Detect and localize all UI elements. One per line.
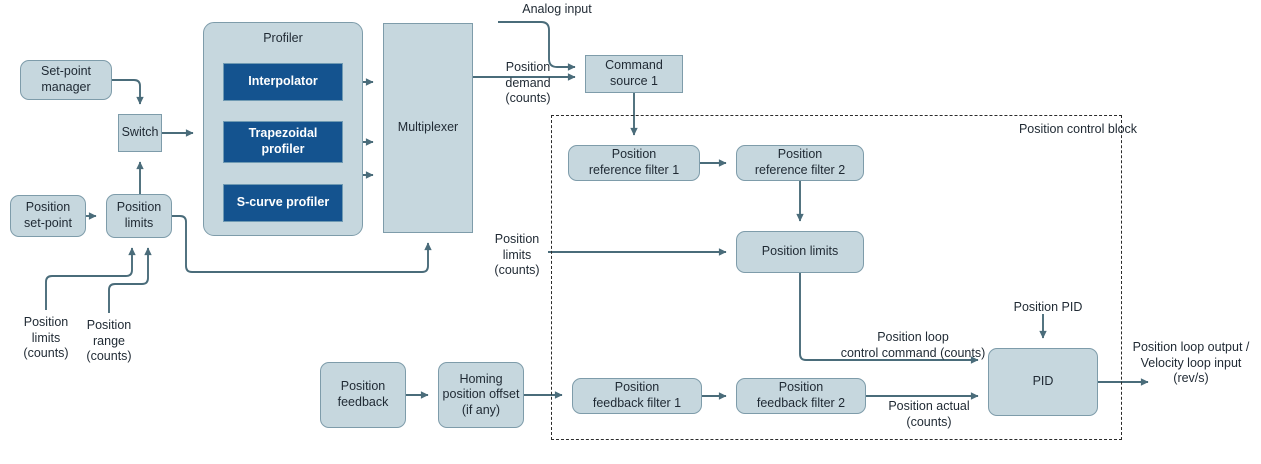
- wire-position-limits-counts-in: [45, 247, 136, 310]
- label-position-pid: Position PID: [1013, 300, 1083, 314]
- wire-position-range-counts-in: [108, 247, 152, 313]
- block-position-limits-left[interactable]: Position limits: [106, 194, 172, 238]
- label-analog-input: Analog input: [522, 2, 592, 16]
- block-position-set-point[interactable]: Position set-point: [10, 195, 86, 237]
- label-position-demand-counts: Position demand (counts): [505, 60, 551, 106]
- label-position-limits-counts-block: Position limits (counts): [494, 232, 540, 278]
- block-position-limits[interactable]: Position limits: [736, 231, 864, 273]
- position-control-block-label: Position control block: [1018, 122, 1138, 136]
- position-control-block-region: [551, 115, 1122, 440]
- label-position-limits-counts-left: Position limits (counts): [23, 315, 69, 361]
- block-homing-position-offset[interactable]: Homing position offset (if any): [438, 362, 524, 428]
- label-position-loop-output: Position loop output / Velocity loop inp…: [1132, 340, 1250, 386]
- block-switch[interactable]: Switch: [118, 114, 162, 152]
- block-s-curve-profiler[interactable]: S-curve profiler: [223, 184, 343, 222]
- block-interpolator[interactable]: Interpolator: [223, 63, 343, 101]
- block-position-feedback[interactable]: Position feedback: [320, 362, 406, 428]
- block-command-source-1[interactable]: Command source 1: [585, 55, 683, 93]
- block-position-feedback-filter-2[interactable]: Position feedback filter 2: [736, 378, 866, 414]
- block-set-point-manager[interactable]: Set-point manager: [20, 60, 112, 100]
- block-position-reference-filter-1[interactable]: Position reference filter 1: [568, 145, 700, 181]
- block-pid[interactable]: PID: [988, 348, 1098, 416]
- label-position-loop-control-command: Position loop control command (counts): [840, 330, 986, 360]
- block-position-feedback-filter-1[interactable]: Position feedback filter 1: [572, 378, 702, 414]
- label-position-actual-counts: Position actual (counts): [888, 399, 970, 429]
- block-trapezoidal-profiler[interactable]: Trapezoidal profiler: [223, 121, 343, 163]
- block-position-reference-filter-2[interactable]: Position reference filter 2: [736, 145, 864, 181]
- profiler-group-title: Profiler: [263, 31, 303, 45]
- label-position-range-counts: Position range (counts): [86, 318, 132, 364]
- block-multiplexer[interactable]: Multiplexer: [383, 23, 473, 233]
- wire-setpoint-manager-to-switch: [112, 79, 144, 105]
